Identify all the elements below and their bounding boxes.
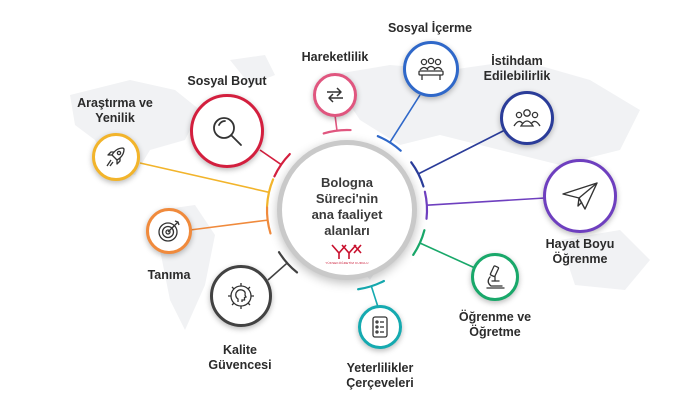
connector-sosyal-icerme <box>389 94 421 143</box>
arc-hayat-boyu <box>423 190 429 220</box>
node-hareketlilik[interactable] <box>313 73 357 117</box>
label-yeterlilikler: Yeterlilikler Çerçeveleri <box>346 361 414 390</box>
team-icon <box>513 109 541 127</box>
center-title: Bologna Süreci'nin ana faaliyet alanları <box>311 175 383 238</box>
node-kalite[interactable] <box>210 265 272 327</box>
logo-caption: YÜKSEKÖĞRETİM KURULU <box>325 261 369 265</box>
arrows-icon <box>327 87 343 103</box>
meeting-icon <box>418 57 444 80</box>
target-icon <box>158 220 180 242</box>
label-kalite: Kalite Güvencesi <box>208 343 272 372</box>
label-hayat-boyu: Hayat Boyu Öğrenme <box>545 237 615 266</box>
center-circle: Bologna Süreci'nin ana faaliyet alanları… <box>277 140 417 280</box>
arc-hareketlilik <box>322 128 352 135</box>
yok-logo <box>331 244 362 259</box>
label-hareketlilik: Hareketlilik <box>301 50 369 64</box>
node-sosyal-icerme[interactable] <box>403 41 459 97</box>
node-istihdam[interactable] <box>500 91 554 145</box>
rocket-icon <box>106 147 125 167</box>
gear-head-icon <box>228 283 254 309</box>
node-arastirma[interactable] <box>92 133 140 181</box>
node-tanima[interactable] <box>146 208 192 254</box>
connector-tanima <box>189 219 268 231</box>
label-arastirma: Araştırma ve Yenilik <box>77 96 153 125</box>
arc-istihdam <box>410 161 425 188</box>
microscope-icon <box>486 265 505 289</box>
node-yeterlilikler[interactable] <box>358 305 402 349</box>
arc-ogrenme-ogretme <box>412 229 426 256</box>
paper-plane-icon <box>562 182 598 210</box>
arc-yeterlilikler <box>357 279 385 291</box>
arc-kalite <box>277 251 299 274</box>
label-sosyal-icerme: Sosyal İçerme <box>387 21 473 35</box>
node-hayat-boyu[interactable] <box>543 159 617 233</box>
connector-sosyal-boyut <box>259 149 282 166</box>
connector-hayat-boyu <box>426 197 546 206</box>
connector-hareketlilik <box>334 114 338 131</box>
document-icon <box>372 316 388 338</box>
label-tanima: Tanıma <box>147 268 191 282</box>
node-ogrenme-ogretme[interactable] <box>471 253 519 301</box>
magnifier-icon <box>213 117 242 146</box>
connector-istihdam <box>418 129 506 175</box>
connector-yeterlilikler <box>370 285 379 308</box>
label-istihdam: İstihdam Edilebilirlik <box>483 54 551 83</box>
arc-sosyal-icerme <box>376 135 402 152</box>
connector-ogrenme-ogretme <box>419 242 476 269</box>
label-sosyal-boyut: Sosyal Boyut <box>187 74 267 88</box>
connector-kalite <box>267 262 288 281</box>
label-ogrenme-ogretme: Öğrenme ve Öğretme <box>458 310 532 339</box>
connector-arastirma <box>139 162 270 194</box>
node-sosyal-boyut[interactable] <box>190 94 264 168</box>
